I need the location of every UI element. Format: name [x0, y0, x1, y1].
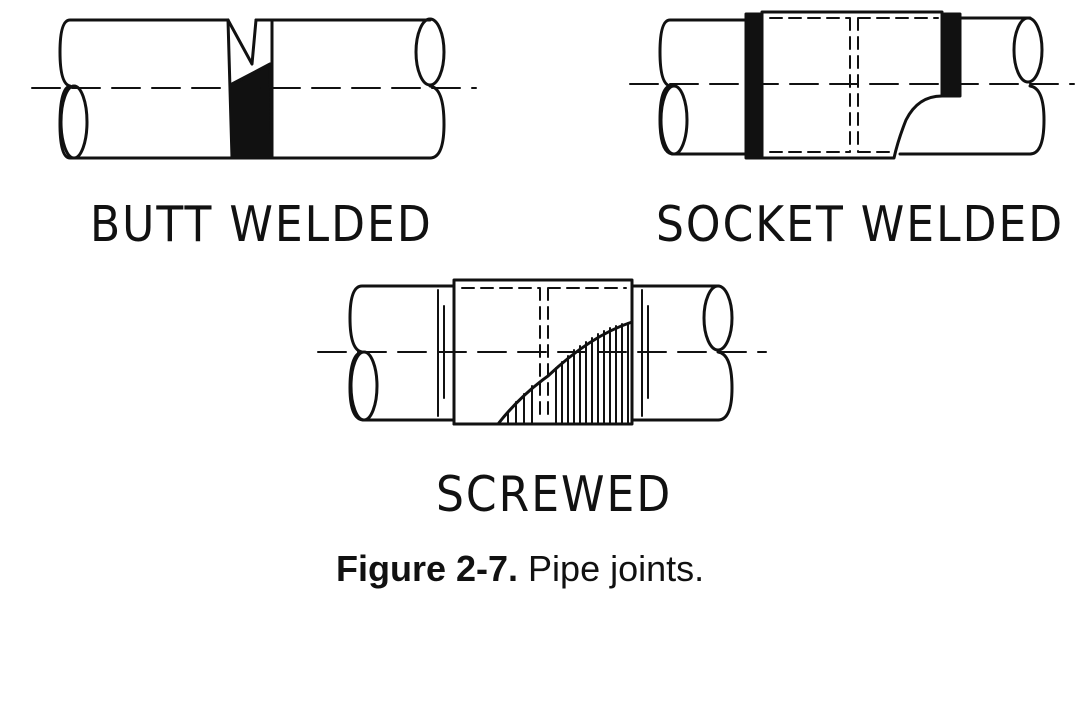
- figure-number: Figure 2-7.: [336, 548, 519, 589]
- socket-right-pipe-end-bottom: [1028, 84, 1046, 156]
- socket-left-pipe-end: [659, 84, 689, 156]
- butt-right-pipe-end-top: [414, 17, 446, 87]
- screwed-thread-hatch: [507, 322, 629, 425]
- butt-left-pipe-end: [59, 84, 89, 160]
- butt-right-pipe: [270, 18, 432, 160]
- butt-welded-label: BUTT WELDED: [90, 196, 433, 254]
- butt-weld-bead: [230, 62, 274, 160]
- screwed-right-pipe: [630, 284, 720, 422]
- socket-weld-right: [940, 12, 962, 98]
- socket-right-pipe: [898, 16, 1032, 156]
- butt-bevel-v: [226, 18, 258, 66]
- socket-welded-label: SOCKET WELDED: [656, 196, 1065, 254]
- screwed-left-pipe-end: [349, 350, 379, 422]
- figure-caption: Figure 2-7. Pipe joints.: [336, 548, 704, 590]
- butt-right-pipe-end-bottom: [428, 84, 446, 160]
- butt-welded-joint: [31, 17, 477, 160]
- screwed-joint: [317, 278, 767, 426]
- screwed-right-pipe-end: [702, 284, 734, 352]
- socket-welded-joint: [629, 10, 1075, 160]
- socket-right-pipe-end: [1012, 16, 1044, 84]
- screwed-label: SCREWED: [436, 466, 673, 524]
- screwed-cutaway: [452, 320, 634, 426]
- figure-title: Pipe joints.: [518, 548, 705, 589]
- screwed-right-pipe-end-bottom: [716, 350, 734, 422]
- socket-weld-left: [744, 12, 764, 160]
